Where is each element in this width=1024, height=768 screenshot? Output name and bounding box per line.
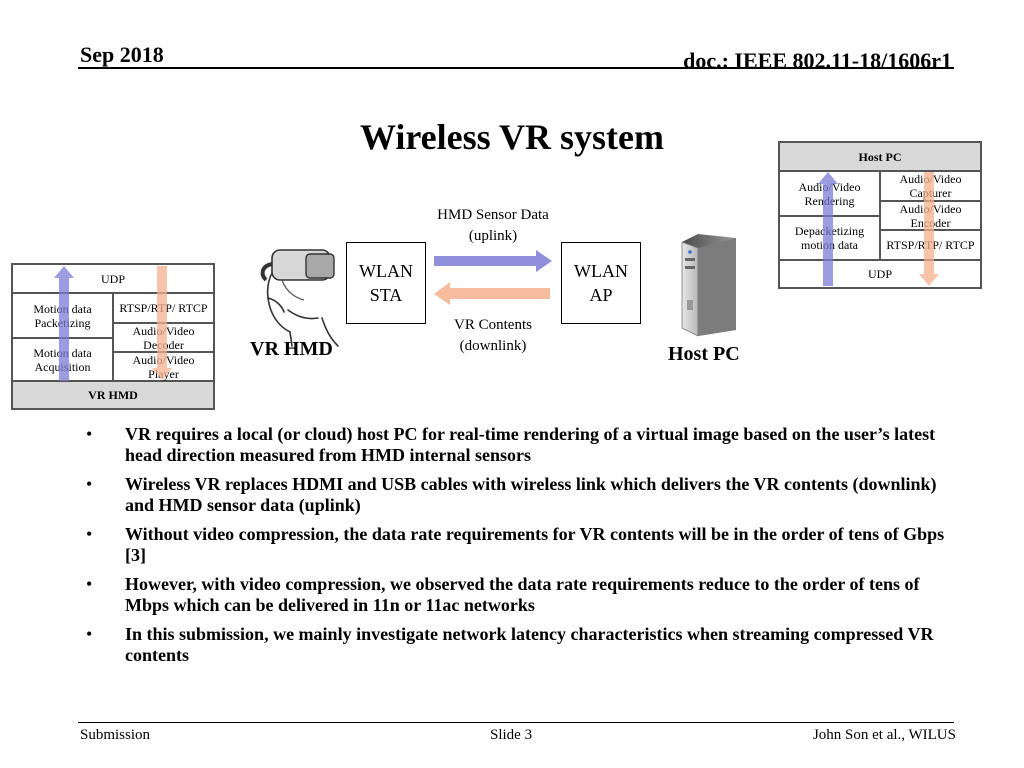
downlink-arrow xyxy=(434,282,550,305)
footer-divider xyxy=(78,722,954,723)
pc-udp-cell: UDP xyxy=(779,260,981,288)
bullet-text: VR requires a local (or cloud) host PC f… xyxy=(125,424,936,465)
vr-hmd-label: VR HMD xyxy=(250,338,333,360)
bullet-list: • VR requires a local (or cloud) host PC … xyxy=(86,424,956,674)
uplink-arrow xyxy=(434,250,552,272)
wlan-ap-line-2: AP xyxy=(589,285,613,305)
header-date: Sep 2018 xyxy=(80,42,164,67)
bullet-text: Without video compression, the data rate… xyxy=(125,524,945,565)
bullet-symbol: • xyxy=(86,424,93,444)
bullet-symbol: • xyxy=(86,574,93,594)
bullet-symbol: • xyxy=(86,524,93,544)
downlink-label: VR Contents (downlink) xyxy=(422,315,564,357)
bullet-item: • VR requires a local (or cloud) host PC … xyxy=(86,424,956,466)
bullet-item: • In this submission, we mainly investiga… xyxy=(86,624,956,666)
link-arrows xyxy=(434,250,552,305)
bullet-item: • Without video compression, the data rat… xyxy=(86,524,956,566)
host-pc-tower-icon xyxy=(681,234,736,337)
uplink-label: HMD Sensor Data (uplink) xyxy=(422,205,564,247)
bullet-symbol: • xyxy=(86,474,93,494)
footer-submission: Submission xyxy=(80,727,151,743)
pc-protocol-stack: Host PC Audio/Video Rendering Depacketiz… xyxy=(778,141,982,289)
uplink-label-line-2: (uplink) xyxy=(468,228,518,244)
bullet-item: • However, with video compression, we obs… xyxy=(86,574,956,616)
pc-depacketizing-cell: Depacketizing motion data xyxy=(779,216,880,260)
hmd-udp-cell: UDP xyxy=(12,264,214,293)
uplink-label-line-1: HMD Sensor Data xyxy=(437,207,549,223)
slide-title: Wireless VR system xyxy=(360,117,664,157)
pc-capturer-cell: Audio/Video Capturer xyxy=(880,171,981,201)
wlan-ap-line-1: WLAN xyxy=(574,261,628,281)
bullet-text: Wireless VR replaces HDMI and USB cables… xyxy=(125,474,937,515)
header-doc-id: doc.: IEEE 802.11-18/1606r1 xyxy=(683,48,952,73)
bullet-symbol: • xyxy=(86,624,93,644)
bullet-text: However, with video compression, we obse… xyxy=(125,574,920,615)
pc-rtsp-cell: RTSP/RTP/ RTCP xyxy=(880,230,981,260)
hmd-rtsp-cell: RTSP/RTP/ RTCP xyxy=(113,293,214,323)
hmd-motion-packetizing-cell: Motion data Packetizing xyxy=(12,293,113,338)
wlan-sta-line-2: STA xyxy=(369,285,403,305)
bullet-text: In this submission, we mainly investigat… xyxy=(125,624,934,665)
host-pc-label: Host PC xyxy=(668,343,740,365)
pc-stack-header: Host PC xyxy=(779,142,981,171)
header-divider xyxy=(78,67,954,69)
downlink-label-line-1: VR Contents xyxy=(454,317,532,333)
hmd-stack-footer: VR HMD xyxy=(12,381,214,409)
bullet-item: • Wireless VR replaces HDMI and USB cable… xyxy=(86,474,956,516)
pc-encoder-cell: Audio/Video Encoder xyxy=(880,201,981,230)
hmd-motion-acquisition-cell: Motion data Acquisition xyxy=(12,338,113,381)
wlan-ap-box: WLAN AP xyxy=(561,242,641,324)
hmd-decoder-cell: Audio/Video Decoder xyxy=(113,323,214,352)
hmd-protocol-stack: UDP Motion data Packetizing Motion data … xyxy=(11,263,215,410)
vr-headset-user-illustration xyxy=(260,249,339,347)
downlink-label-line-2: (downlink) xyxy=(459,338,527,354)
wlan-sta-line-1: WLAN xyxy=(359,261,413,281)
pc-rendering-cell: Audio/Video Rendering xyxy=(779,171,880,216)
wlan-sta-box: WLAN STA xyxy=(346,242,426,324)
footer-authors: John Son et al., WILUS xyxy=(812,727,956,743)
footer-slide-number: Slide 3 xyxy=(490,727,533,743)
hmd-player-cell: Audio/Video Player xyxy=(113,352,214,381)
